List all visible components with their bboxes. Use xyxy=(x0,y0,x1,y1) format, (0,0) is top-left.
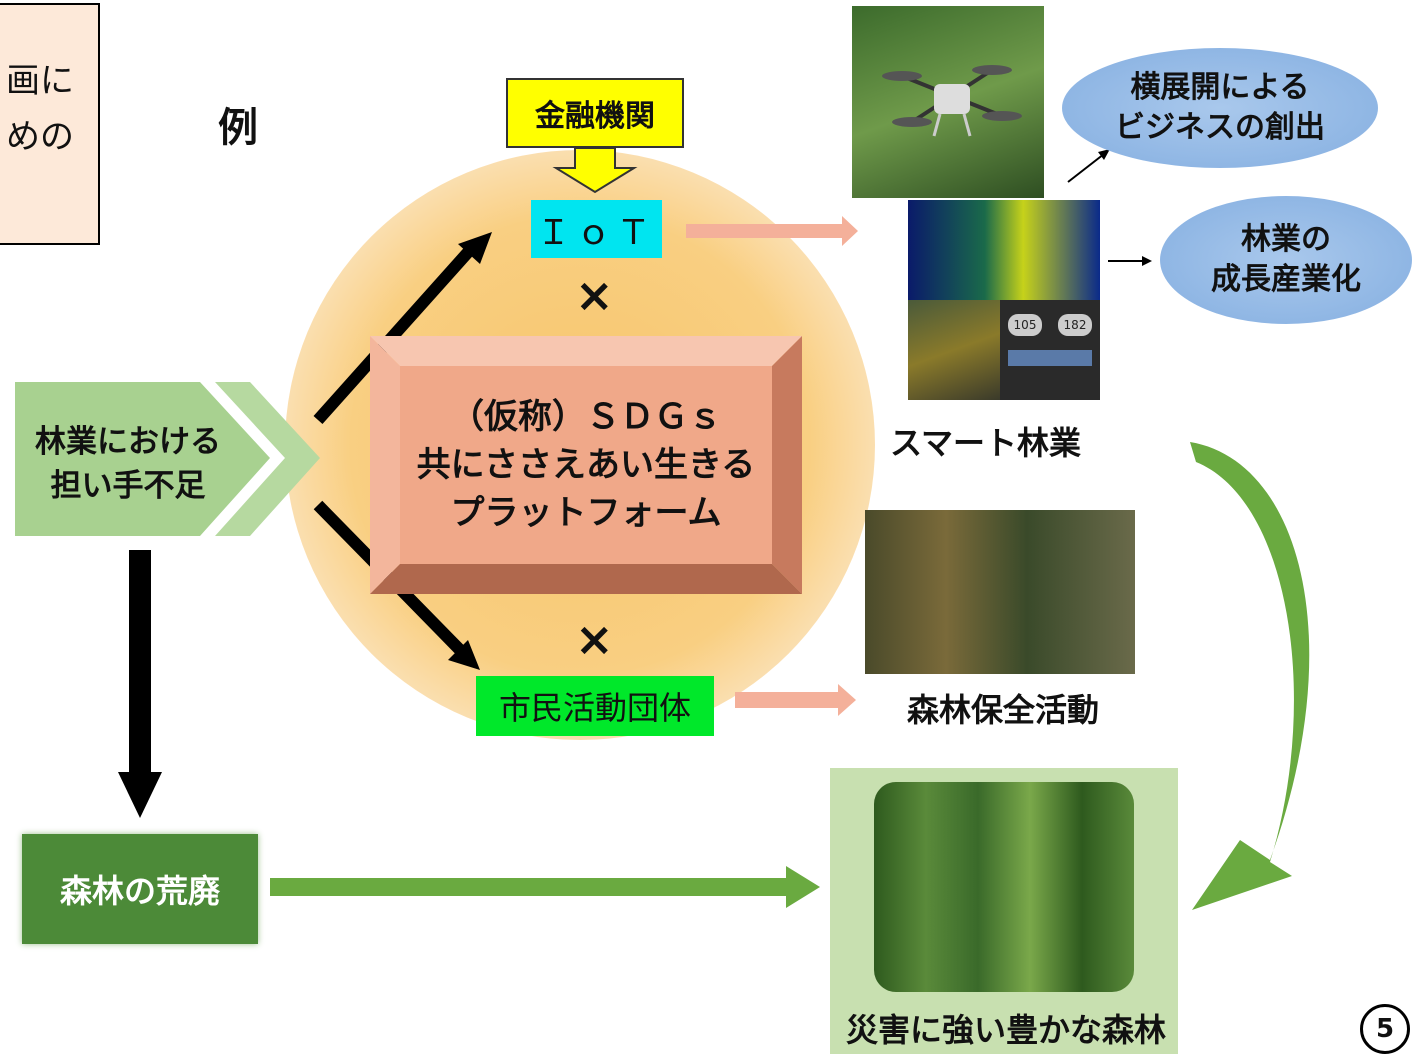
growth-industry-line2: 成長産業化 xyxy=(1211,262,1361,297)
rich-forest-caption: 災害に強い豊かな森林 xyxy=(846,1011,1167,1049)
platform-box: （仮称）ＳＤＧｓ 共にささえあい生きる プラットフォーム xyxy=(370,336,802,594)
shortage-chevron-back xyxy=(215,382,320,536)
platform-face: （仮称）ＳＤＧｓ 共にささえあい生きる プラットフォーム xyxy=(400,366,772,564)
times-symbol-top: × xyxy=(575,268,614,322)
rich-forest-panel xyxy=(830,768,1178,1054)
drone-photo xyxy=(852,6,1044,198)
arrow-to-growth-head xyxy=(1142,256,1152,266)
forest-workers-photo xyxy=(865,510,1135,674)
shortage-line2: 担い手不足 xyxy=(50,468,206,504)
rich-forest-photo xyxy=(874,782,1134,992)
decline-arrow-shaft xyxy=(129,550,151,780)
smart-forestry-caption: スマート林業 xyxy=(890,424,1082,462)
decline-arrow-head xyxy=(118,772,162,818)
civic-to-conservation-arrow xyxy=(735,684,856,716)
iot-to-smart-arrow xyxy=(686,216,858,246)
title-box-line2: めの xyxy=(6,117,74,157)
arrow-to-iot xyxy=(313,246,475,424)
decline-to-forest-head xyxy=(786,866,820,908)
shortage-label: 林業における 担い手不足 xyxy=(28,420,228,508)
times-symbol-bottom: × xyxy=(575,612,614,666)
growth-industry-ellipse: 林業の 成長産業化 xyxy=(1160,196,1412,324)
screen-gauge-right: 182 xyxy=(1058,314,1092,336)
title-box: 画に めの xyxy=(0,3,100,245)
arrow-to-business xyxy=(1067,153,1105,183)
title-box-line1: 画に xyxy=(6,61,74,101)
forest-decline-box: 森林の荒廃 xyxy=(22,834,258,944)
drone-icon xyxy=(882,65,1022,137)
page-number: 5 xyxy=(1360,1004,1410,1054)
platform-line2: 共にささえあい生きる xyxy=(416,445,756,485)
arrow-to-civic-head xyxy=(448,640,480,670)
business-creation-line2: ビジネスの創出 xyxy=(1115,110,1325,145)
financial-institution-box: 金融機関 xyxy=(506,78,684,148)
business-creation-ellipse: 横展開による ビジネスの創出 xyxy=(1062,48,1378,168)
iot-box: ＩｏＴ xyxy=(531,200,662,258)
smart-to-forest-curve xyxy=(1190,442,1310,910)
business-creation-line1: 横展開による xyxy=(1130,70,1310,105)
forest-conservation-caption: 森林保全活動 xyxy=(907,691,1100,729)
platform-bevel xyxy=(370,336,802,594)
shortage-line1: 林業における xyxy=(35,424,221,460)
screen-bar xyxy=(1008,350,1092,366)
arrow-to-iot-head xyxy=(458,232,492,264)
decline-to-forest-shaft xyxy=(270,878,790,896)
arrow-to-business-head xyxy=(1098,149,1110,160)
growth-industry-line1: 林業の xyxy=(1241,222,1331,257)
platform-line3: プラットフォーム xyxy=(450,493,722,533)
laser-scan-photo xyxy=(908,200,1100,300)
forestry-machine-photo xyxy=(908,300,1000,400)
civic-group-box: 市民活動団体 xyxy=(476,676,714,736)
bank-down-arrow xyxy=(552,147,638,194)
machine-screen-photo: 105 182 xyxy=(1000,300,1100,400)
shortage-chevron xyxy=(15,382,270,536)
screen-gauge-left: 105 xyxy=(1008,314,1042,336)
example-label: 例 xyxy=(218,105,258,151)
platform-line1: （仮称）ＳＤＧｓ xyxy=(450,397,722,437)
